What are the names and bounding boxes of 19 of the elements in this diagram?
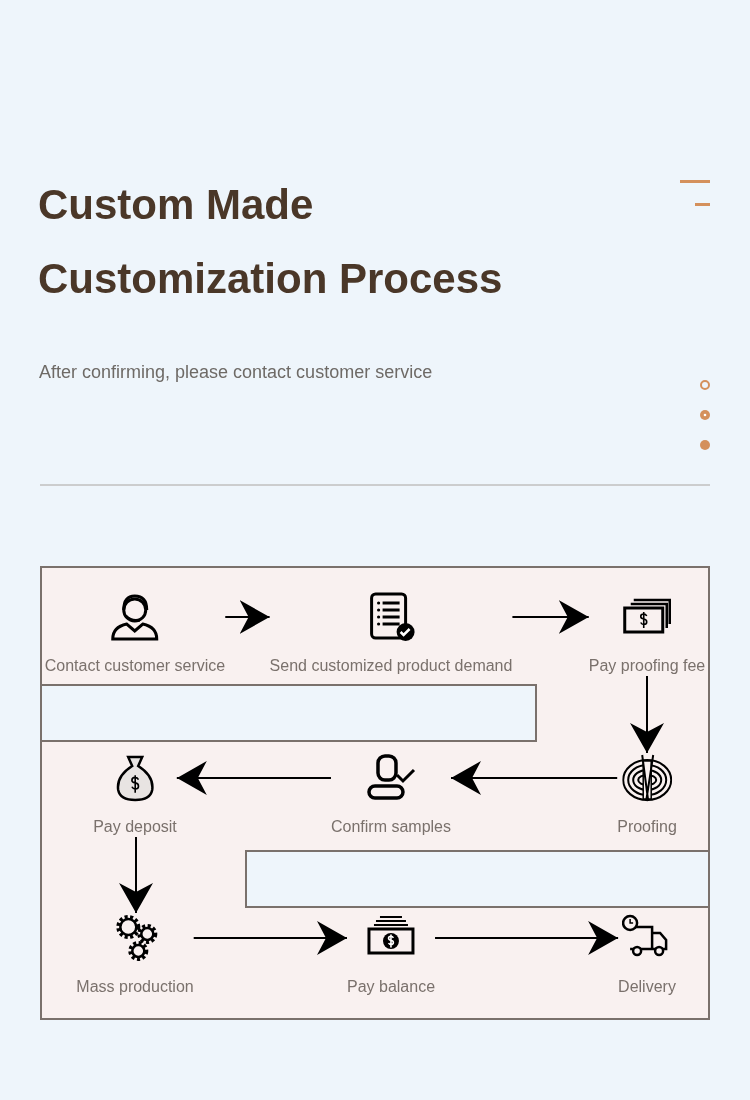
step-label: Pay balance — [346, 977, 436, 997]
subtitle: After confirming, please contact customer service — [39, 362, 433, 383]
arrow — [630, 675, 664, 754]
title: Custom Made Customization Process — [38, 180, 504, 304]
step-label: Pay deposit — [93, 817, 177, 837]
step-label: Mass production — [76, 977, 194, 997]
step-label: Confirm samples — [331, 817, 451, 837]
step-label: Delivery — [618, 977, 676, 997]
step-label: Contact customer service — [44, 656, 226, 676]
step-label: Proofing — [617, 817, 677, 837]
arrow — [119, 836, 153, 914]
arrow — [224, 600, 271, 634]
arrow — [511, 600, 590, 634]
step-label: Send customized product demand — [269, 656, 513, 676]
arrow — [450, 761, 619, 795]
arrow — [192, 921, 348, 955]
step-label: Pay proofing fee — [588, 656, 706, 676]
arrow — [175, 761, 332, 795]
arrow — [434, 921, 620, 955]
